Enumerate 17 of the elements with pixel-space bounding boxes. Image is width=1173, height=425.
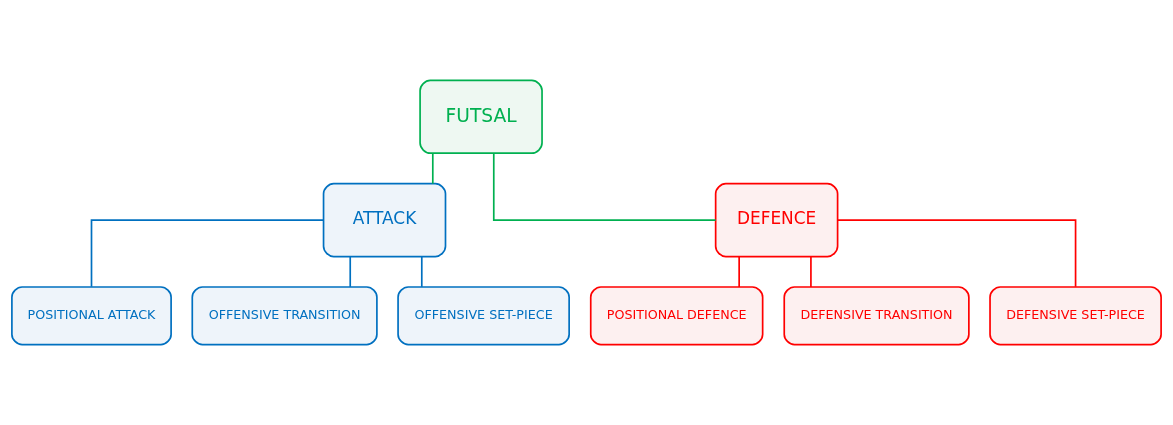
connector: [431, 152, 434, 185]
node-box: OFFENSIVE TRANSITION: [191, 286, 378, 346]
connector: [420, 255, 423, 288]
connector: [349, 255, 352, 288]
connector: [90, 219, 325, 288]
node-box: DEFENSIVE SET-PIECE: [989, 286, 1162, 346]
node-box: DEFENCE: [714, 182, 839, 258]
node-box: ATTACK: [322, 182, 447, 258]
node-box: DEFENSIVE TRANSITION: [783, 286, 970, 346]
connector: [810, 255, 812, 288]
node-box: OFFENSIVE SET-PIECE: [397, 286, 570, 346]
connector: [837, 219, 1077, 288]
node-box: POSITIONAL ATTACK: [11, 286, 172, 346]
connector: [738, 255, 740, 288]
node-box: FUTSAL: [419, 79, 543, 155]
node-box: POSITIONAL DEFENCE: [589, 286, 764, 346]
connector: [492, 152, 717, 221]
